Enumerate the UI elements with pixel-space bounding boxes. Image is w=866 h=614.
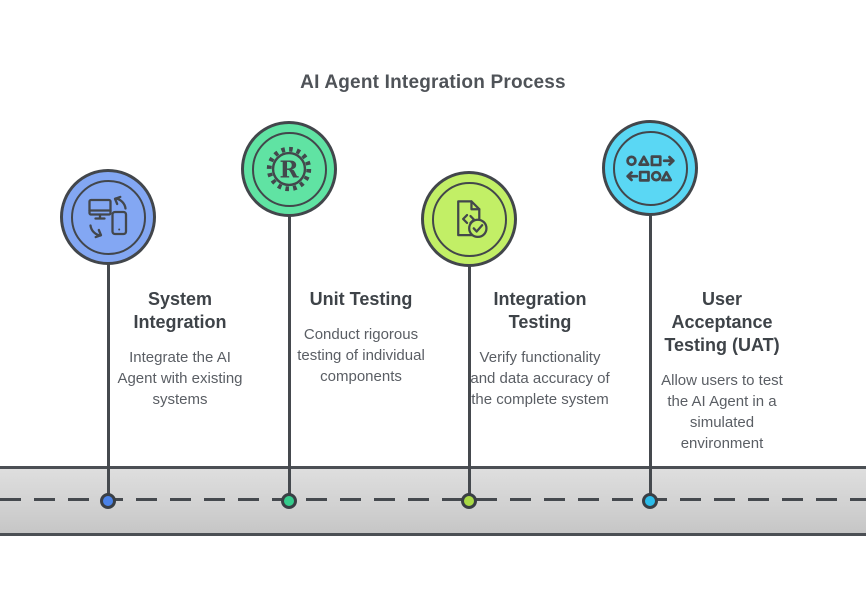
text-line: Integrate the AI (129, 349, 231, 366)
text-line: components (320, 368, 402, 385)
step-text: Unit Testing Conduct rigorous testing of … (276, 288, 446, 387)
step-heading: Unit Testing (276, 288, 446, 311)
text-line: Integration (493, 289, 587, 309)
text-line: Agent with existing (117, 370, 243, 387)
text-line: User (701, 289, 743, 309)
code-file-check-icon (456, 199, 488, 238)
timeline-road (0, 466, 866, 536)
timeline-dot (461, 493, 477, 509)
timeline-dot (281, 493, 297, 509)
node-inner-ring (70, 179, 146, 255)
text-line: Unit Testing (309, 289, 413, 309)
node-inner-ring (251, 131, 327, 207)
text-line: Allow users to test (661, 372, 783, 389)
step-description: Allow users to test the AI Agent in a simu… (637, 370, 807, 454)
step-description: Verify functionality and data accuracy of… (455, 347, 625, 410)
text-line: and data accuracy of (470, 370, 610, 387)
step-node: R (241, 121, 337, 217)
step-node (60, 169, 156, 265)
text-line: Acceptance (671, 312, 773, 332)
connector-line (649, 213, 652, 499)
connector-line (288, 214, 291, 499)
text-line: Conduct rigorous (303, 326, 419, 343)
text-line: environment (680, 435, 764, 452)
connector-line (468, 264, 471, 499)
text-line: systems (152, 391, 208, 408)
step-description: Conduct rigorous testing of individual com… (276, 324, 446, 387)
text-line: simulated (689, 414, 755, 431)
timeline-dashed-line (0, 498, 866, 501)
step-description: Integrate the AI Agent with existing syste… (95, 347, 265, 410)
text-line: Testing (UAT) (664, 335, 780, 355)
connector-line (107, 262, 110, 499)
text-line: Integration (133, 312, 227, 332)
node-inner-ring (612, 130, 688, 206)
step-node (421, 171, 517, 267)
node-inner-ring (431, 181, 507, 257)
shapes-flow-icon (625, 154, 675, 182)
text-line: Testing (508, 312, 572, 332)
text-line: Verify functionality (479, 349, 601, 366)
svg-text:R: R (279, 156, 299, 183)
text-line: testing of individual (297, 347, 425, 364)
text-line: the complete system (471, 391, 609, 408)
timeline-dot (100, 493, 116, 509)
gear-r-icon: R (266, 146, 312, 192)
timeline-dot (642, 493, 658, 509)
text-line: the AI Agent in a (667, 393, 777, 410)
device-sync-icon (88, 195, 128, 239)
text-line: System (147, 289, 213, 309)
page-title: AI Agent Integration Process (300, 72, 566, 93)
step-node (602, 120, 698, 216)
